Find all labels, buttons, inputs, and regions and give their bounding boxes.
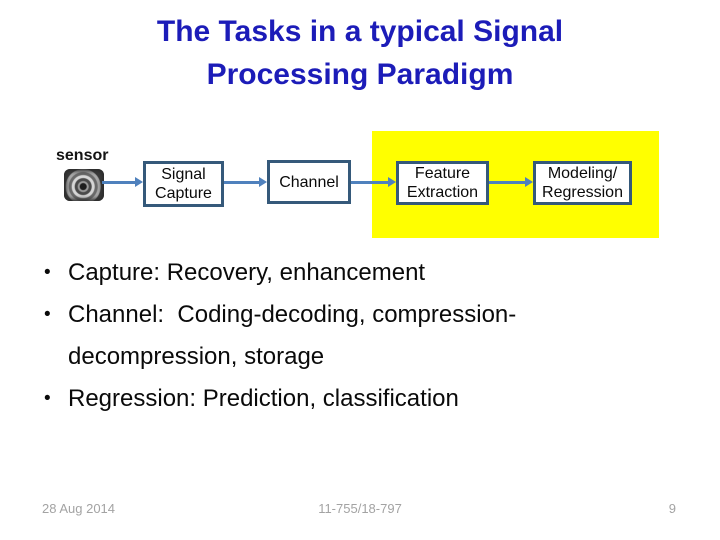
bullet-item-channel: • Channel: Coding-decoding, compression-…	[40, 294, 695, 378]
arrow-channel-to-feature-extraction	[351, 177, 396, 187]
node-channel: Channel	[267, 160, 351, 204]
bullet-marker: •	[44, 388, 51, 409]
node-modeling-regression-line-2: Regression	[542, 184, 623, 201]
bullet-item-channel-text-line-1: Channel: Coding-decoding, compression-	[68, 301, 517, 328]
node-feature-extraction: Feature Extraction	[396, 161, 489, 205]
footer-date: 28 Aug 2014	[42, 501, 116, 516]
bullet-list: • Capture: Recovery, enhancement • Chann…	[40, 252, 695, 420]
bullet-marker: •	[44, 304, 51, 325]
footer-course-number: 11-755/18-797	[318, 501, 402, 516]
node-signal-capture: Signal Capture	[143, 161, 224, 207]
page-title: The Tasks in a typical Signal Processing…	[0, 10, 720, 96]
arrow-feature-extraction-to-modeling	[489, 177, 533, 187]
bullet-item-channel-text-line-2: decompression, storage	[68, 343, 325, 370]
node-feature-extraction-line-1: Feature	[414, 165, 471, 182]
sensor-eye-image	[64, 169, 104, 201]
bullet-item-capture: • Capture: Recovery, enhancement	[40, 252, 695, 294]
node-signal-capture-line-1: Signal	[161, 166, 206, 183]
bullet-marker: •	[44, 262, 51, 283]
arrow-signal-capture-to-channel	[224, 177, 267, 187]
bullet-item-regression: • Regression: Prediction, classification	[40, 378, 695, 420]
footer-page-number: 9	[668, 501, 676, 516]
bullet-item-capture-text: Capture: Recovery, enhancement	[68, 259, 426, 286]
sensor-label: sensor	[56, 147, 109, 164]
page-title-line-1: The Tasks in a typical Signal	[156, 15, 564, 48]
bullet-item-regression-text: Regression: Prediction, classification	[68, 385, 459, 412]
node-channel-label: Channel	[279, 173, 339, 191]
node-modeling-regression: Modeling/ Regression	[533, 161, 632, 205]
arrow-sensor-to-signal-capture	[102, 177, 143, 187]
page-title-line-2: Processing Paradigm	[206, 58, 514, 91]
node-feature-extraction-line-2: Extraction	[406, 184, 479, 201]
node-signal-capture-line-2: Capture	[155, 185, 212, 202]
node-modeling-regression-line-1: Modeling/	[547, 165, 618, 182]
